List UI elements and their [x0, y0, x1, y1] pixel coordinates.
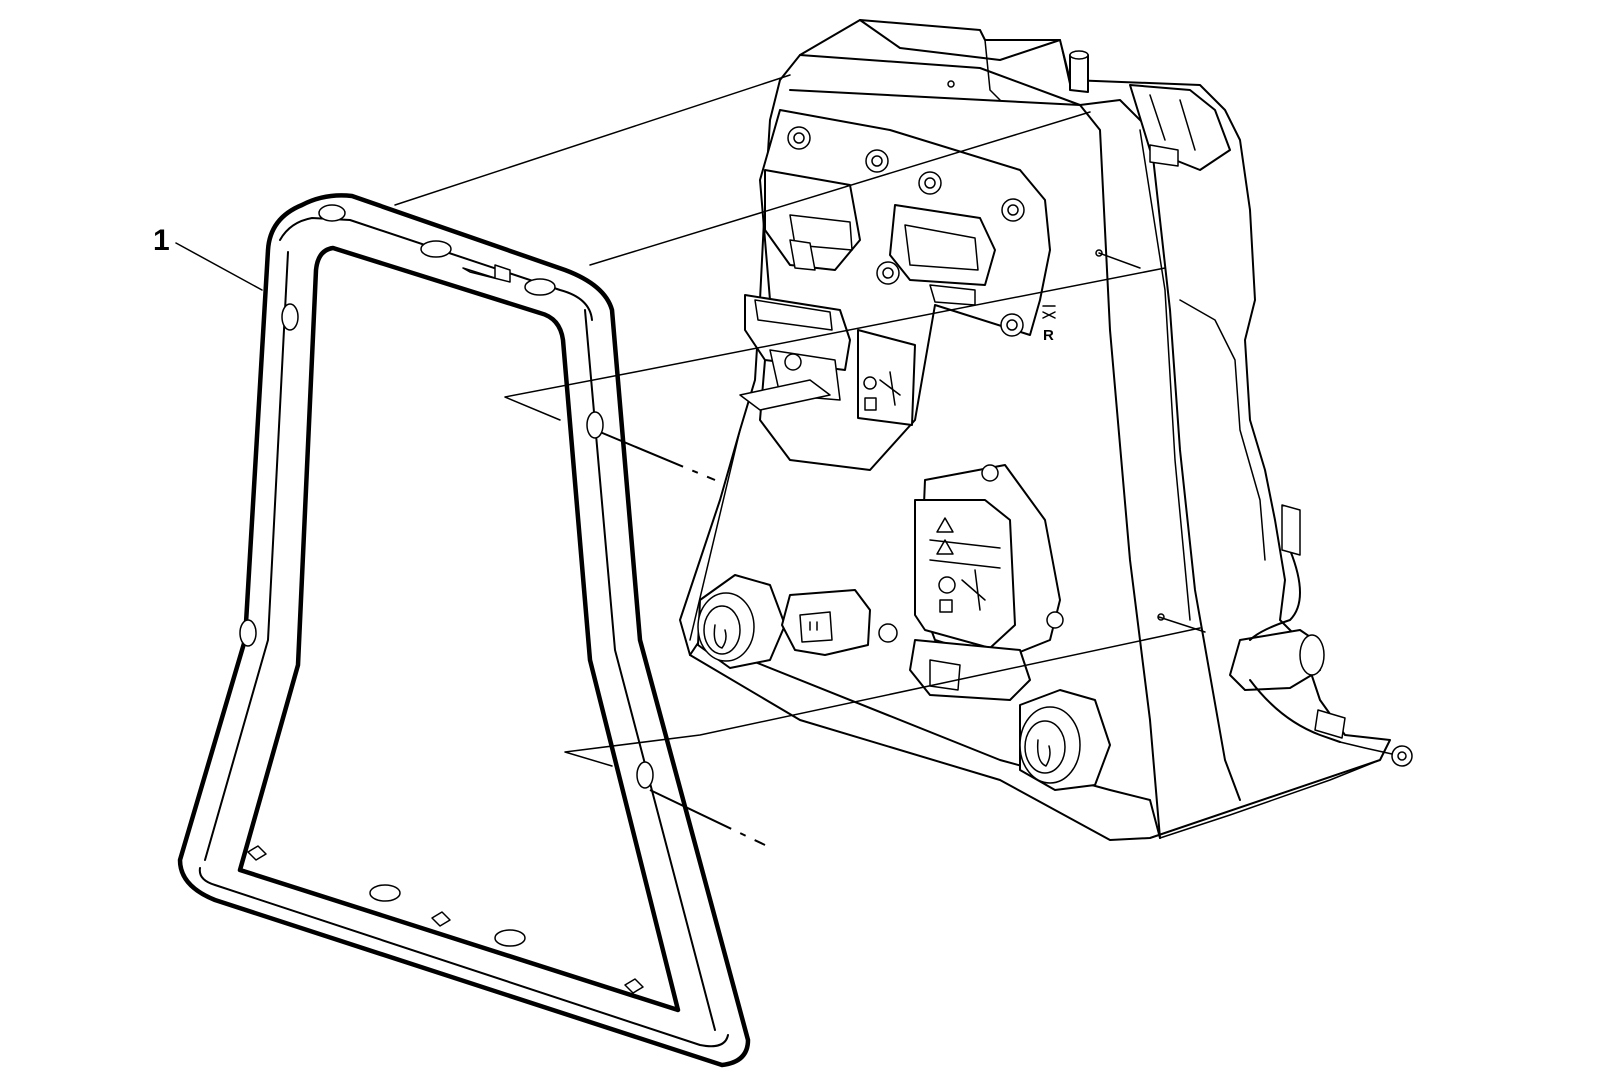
signal-connector-face [799, 611, 833, 643]
alignment-dash-lower [649, 789, 766, 846]
coolant-hose [1229, 629, 1323, 691]
connector-upper-left-tab [789, 239, 816, 271]
housing-bottom-flange-right [1159, 759, 1381, 839]
housing-top-deck [799, 19, 1081, 106]
coolant-port-left-bore [703, 605, 741, 655]
hv-lower-connector-latch [929, 659, 961, 691]
alignment-stub-lower-right [1158, 616, 1206, 633]
coolant-port-right-ring [1019, 706, 1081, 784]
gasket-seal [177, 193, 751, 1068]
housing-right-side [1079, 99, 1241, 801]
vent-nipple-tip [1069, 50, 1089, 60]
coolant-port-left-ring [697, 592, 755, 662]
wire-harness-lower [1249, 679, 1341, 743]
housing-top-rib [984, 39, 1071, 101]
hv-cover-screw-top [981, 464, 999, 482]
connector-middle-left-tray [739, 379, 831, 411]
ground-ring-hole [1397, 751, 1407, 761]
housing-r-mark: R [1043, 327, 1054, 344]
connector-plate-upper [739, 109, 1051, 471]
screw-hole-lower-right [1157, 613, 1165, 621]
harness-connector-upper [1281, 504, 1301, 556]
label-icon-circle [863, 376, 877, 390]
coolant-port-right-clip [1036, 739, 1051, 767]
callout-1: 1 [153, 224, 263, 291]
hv-cover-screw-bottom [1046, 611, 1064, 629]
connector-upper-right-body [904, 224, 979, 271]
connector-upper-left-latch [789, 214, 853, 251]
signal-connector-stud [878, 623, 898, 643]
ground-ring-terminal [1391, 745, 1413, 767]
coolant-hose-end [1299, 634, 1325, 676]
connector-middle-left-latch [754, 299, 833, 331]
vent-nipple [1069, 54, 1089, 93]
gasket-bottom-face [198, 867, 729, 1048]
top-bracket-detail [1149, 94, 1196, 151]
wire-harness-upper [1249, 549, 1301, 641]
gasket-outer-edge [177, 193, 751, 1068]
alignment-dash-upper [599, 431, 716, 481]
signal-connector-pins [809, 621, 818, 631]
callout-1-label: 1 [153, 224, 170, 257]
lower-left-fittings [697, 574, 898, 669]
callout-1-leader-line [175, 242, 263, 291]
hv-warning-triangle-1 [936, 517, 954, 533]
hv-label-divider-2 [929, 559, 1001, 569]
housing-mark-glyph [1042, 305, 1056, 319]
gasket-top-tab [462, 264, 511, 283]
plate-screws [787, 126, 1025, 337]
lower-right-fittings [1019, 504, 1413, 791]
plate-label-block [857, 329, 916, 426]
alignment-lines [394, 74, 1206, 846]
gasket-inner-left-face [204, 251, 289, 861]
connector-middle-left-pin [784, 353, 802, 371]
alignment-line-upper [589, 111, 1091, 266]
gasket-top-face [279, 217, 593, 321]
ground-wire [1339, 741, 1393, 755]
housing-right-rib [1139, 129, 1191, 621]
vent-port-right [1149, 144, 1179, 167]
label-icon-box [864, 397, 877, 411]
hv-label-icon-circle [938, 576, 956, 594]
hv-lower-connector [909, 639, 1031, 701]
coolant-port-right-bore [1024, 720, 1066, 774]
alignment-line-top [394, 74, 791, 206]
gasket-bolt-holes [239, 204, 654, 947]
alignment-stub-upper-right [1098, 252, 1141, 269]
screw-hole-top [947, 80, 955, 88]
coolant-port-left-clip [713, 624, 727, 649]
housing-side-bulge [1179, 299, 1266, 561]
hv-connector-cover [914, 499, 1016, 649]
hv-label-icon-figure [961, 569, 986, 611]
gasket-inner-edge [237, 245, 681, 1013]
hv-label-divider-1 [929, 539, 1001, 549]
harness-clip [1314, 709, 1346, 739]
hv-warning-triangle-2 [936, 539, 954, 555]
alignment-line-middle [504, 267, 1166, 421]
screw-hole-upper-right [1095, 249, 1103, 257]
hv-connector [909, 464, 1064, 701]
gasket-locator-tabs [247, 845, 644, 994]
hv-label-icon-box [939, 599, 953, 613]
alignment-line-left-side [689, 429, 741, 641]
label-icon-figure [879, 371, 901, 406]
